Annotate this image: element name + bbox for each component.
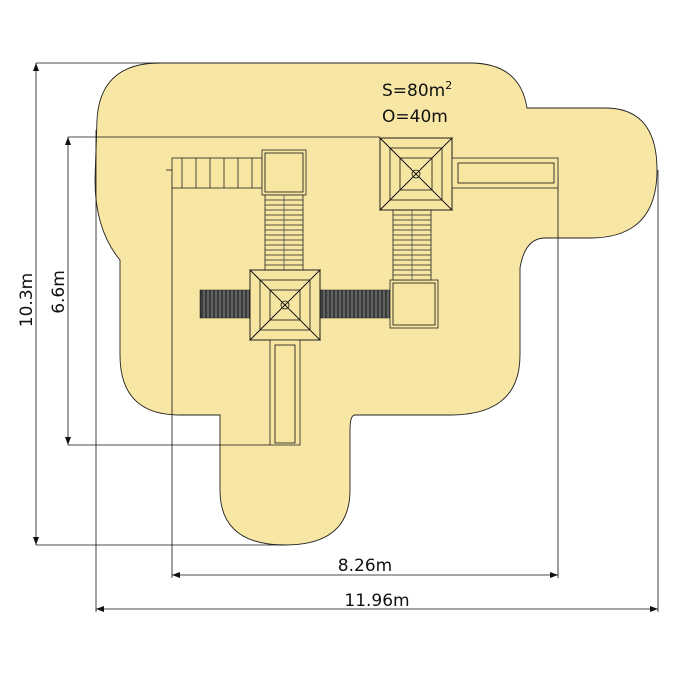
slide-center [269, 339, 301, 446]
climber-left [199, 289, 251, 319]
tower-roof-center [249, 269, 321, 341]
area-label: S=80m2 [382, 79, 452, 101]
bridge-right [392, 209, 432, 281]
deck-upper-left [261, 149, 307, 196]
deck-right [389, 279, 439, 329]
equipment-height-label: 6.6m [49, 270, 69, 314]
equipment-width-label: 8.26m [338, 556, 392, 576]
tower-roof-right [379, 137, 453, 211]
bridge-dark-center [319, 289, 391, 319]
slide-right [451, 157, 559, 189]
total-height-label: 10.3m [17, 273, 37, 327]
total-width-label: 11.96m [344, 591, 409, 611]
bridge-left [264, 194, 304, 271]
perimeter-label: O=40m [382, 107, 448, 127]
ladder-top-left [166, 157, 263, 189]
dimension-lines [33, 62, 659, 612]
